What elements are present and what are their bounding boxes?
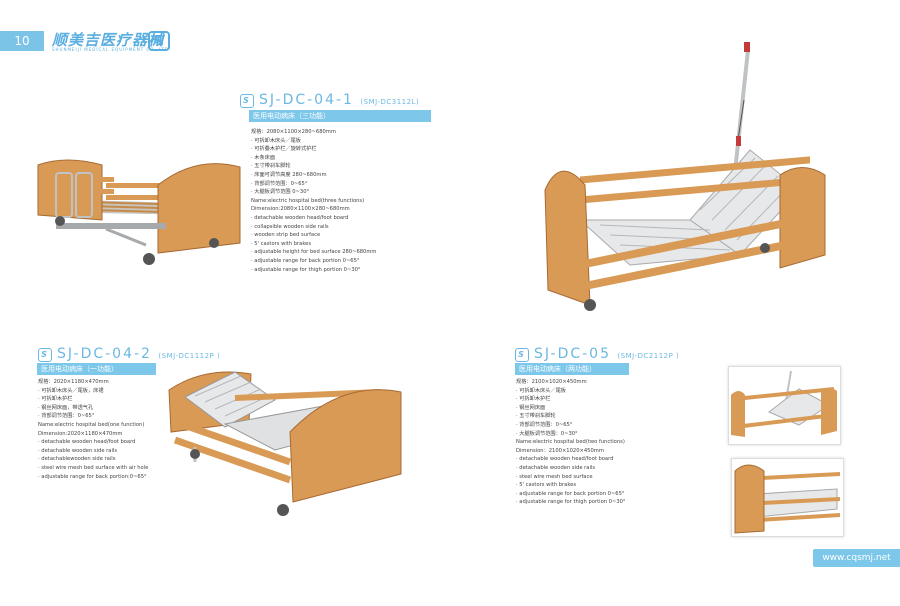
spec-line: · 大腿板调节范围：0~30° [516,430,578,437]
spec-line: · detachable wooden head/foot board [516,456,614,463]
spec-line: · 钢丝网床面 [516,404,546,411]
spec-line: Name:electric hospital bed(two functions… [516,439,625,446]
spec-line: Name:electric hospital bed(three functio… [251,197,365,204]
spec-line: · wooden strip bed surface [251,232,321,239]
spec-line: · 5' castors with brakes [251,240,312,247]
spec-line: · 5' castors with brakes [516,482,577,489]
spec-line: · 可拆卸木床头／尾板 [251,137,301,144]
spec-line: · steel wire mesh bed surface [516,473,593,480]
spec-line: Dimension:2080×1100×280~680mm [251,206,350,213]
product-3-model: S SJ-DC-05 (SMJ-DC2112P ) [515,346,679,362]
spec-line: · 五寸带刹车脚轮 [251,163,291,170]
product-2-cn-title: 医用电动病床（一功能） [37,363,156,375]
product-logo-icon: S [38,348,52,362]
spec-line: · 背部调节范围：0~65° [516,421,573,428]
spec-line: · 大腿板调节范围 0~30° [251,189,310,196]
bed-image-2 [544,42,826,311]
product-3-model-text: SJ-DC-05 [534,346,611,362]
spec-line: · 可拆卸木护栏 [38,396,73,403]
product-3-cn-title: 医用电动病床（两功能） [515,363,629,375]
spec-line: · detachable wooden side rails [38,447,118,454]
spec-line: Dimension:2020×1180×470mm [38,430,123,437]
product-1-cn-title: 医用电动病床（三功能） [249,110,431,122]
spec-line: 规格：2020×1180×470mm [38,379,109,385]
spec-line: · 背部调节范围：0~65° [251,180,308,187]
spec-line: · 床面可调节高度 280~680mm [251,171,327,178]
product-3-code: (SMJ-DC2112P ) [617,352,680,360]
spec-line: · detachable wooden head/foot board [38,439,136,446]
product-3-specs: 规格：2100×1020×450mm · 可拆卸木床头／尾板 · 可拆卸木护栏· 钢… [516,378,626,507]
spec-line: · detachable wooden head/foot board [251,214,349,221]
bed-image-1 [37,159,241,265]
spec-line: 规格：2080×1100×280~680mm [251,129,336,135]
product-2-model-text: SJ-DC-04-2 [57,346,152,362]
spec-line: · 木条床面 [251,154,276,161]
brand-logo: SJ [148,31,170,51]
page-number: 10 [0,31,44,51]
thumbnail-bed-raised [728,366,841,445]
spec-line: · 可折叠木护栏／旋转式护栏 [251,146,317,153]
spec-line: · detachable wooden side rails [516,464,596,471]
spec-line: · adjustable range for back portion 0~65… [251,257,360,264]
spec-line: · adjustable range for back portion:0~65… [38,473,147,480]
website-badge: www.cqsmj.net [813,549,900,567]
product-logo-icon: S [240,94,254,108]
bed-image-3 [168,371,402,516]
spec-line: · adjustable height for bed surface 280~… [251,249,377,256]
brand-name: 顺美吉医疗器械 [52,31,165,49]
spec-line: · adjustable range for thigh portion 0~3… [251,266,361,273]
thumbnail-bed-flat [731,458,844,537]
product-1-model-text: SJ-DC-04-1 [259,92,354,108]
spec-line: · detachablewooden side rails [38,456,116,463]
spec-line: · collapsible wooden side rails [251,223,329,230]
spec-line: · adjustable range for thigh portion 0~3… [516,499,626,506]
product-2-model: S SJ-DC-04-2 (SMJ-DC1112P ) [38,346,220,362]
product-logo-icon: S [515,348,529,362]
product-2-specs: 规格：2020×1180×470mm · 可拆卸木床头／尾板，床裙 · 可拆卸木护栏… [38,378,148,481]
product-1-code: (SMJ-DC3112L) [360,98,420,106]
spec-line: · 可拆卸木护栏 [516,396,551,403]
product-1-specs: 规格：2080×1100×280~680mm · 可拆卸木床头／尾板 · 可折叠木护… [251,128,376,274]
spec-line: · steel wire mesh bed surface with air h… [38,464,149,471]
spec-line: · 可拆卸木床头／尾板 [516,387,566,394]
spec-line: Name:electric hospital bed(one function) [38,421,145,428]
spec-line: · 可拆卸木床头／尾板，床裙 [38,387,104,394]
spec-line: 规格：2100×1020×450mm [516,379,587,385]
product-1-model: S SJ-DC-04-1 (SMJ-DC3112L) [240,92,419,108]
spec-line: · adjustable range for back portion 0~65… [516,490,625,497]
brand-subtitle: SHUNMEIJI MEDICAL EQUIPMENT CO.,LTD [52,47,169,52]
spec-line: · 五寸带刹车脚轮 [516,413,556,420]
spec-line: · 钢丝网床面，带透气孔 [38,404,94,411]
spec-line: · 背部调节范围：0~65° [38,413,95,420]
spec-line: Dimension：2100×1020×450mm [516,447,604,454]
product-2-code: (SMJ-DC1112P ) [158,352,221,360]
